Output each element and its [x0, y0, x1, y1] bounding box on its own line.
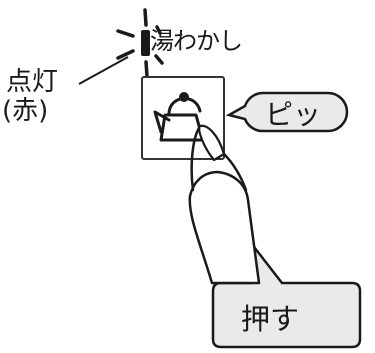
indicator-label: 湯わかし — [150, 27, 243, 55]
fingertip-outline — [190, 126, 201, 192]
leader-line — [78, 56, 129, 85]
pressing-finger — [188, 124, 261, 285]
lit-color-label: (赤) — [2, 96, 49, 126]
finger-side-line — [222, 152, 248, 192]
press-callout-text: 押す — [241, 302, 300, 336]
glow-ray-left-bottom — [116, 49, 135, 60]
glow-ray-top — [143, 8, 148, 27]
kettle-icon-lid-knob — [179, 92, 189, 102]
glow-ray-bottom — [144, 60, 149, 78]
glow-ray-right-bottom — [154, 54, 164, 65]
indicator-lamp — [141, 30, 150, 56]
glow-ray-left-top — [116, 29, 135, 38]
glow-ray-right-top — [155, 25, 162, 35]
finger-outline — [188, 170, 261, 285]
lit-label: 点灯 — [6, 67, 59, 97]
beep-callout-text: ピッ — [265, 98, 322, 131]
beep-bubble — [225, 91, 349, 133]
lamp-glow-rays — [116, 8, 164, 78]
kettle-icon — [153, 92, 205, 142]
fingernail — [198, 124, 226, 162]
